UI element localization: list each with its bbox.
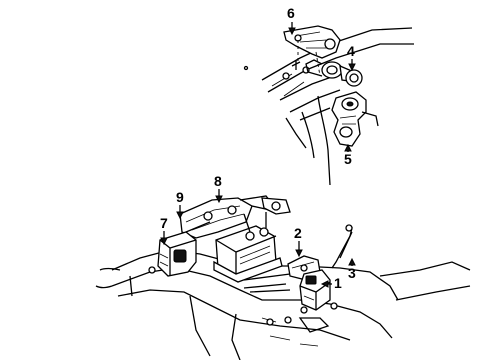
callout-6: 6 bbox=[287, 5, 296, 36]
callout-2-label: 2 bbox=[294, 225, 302, 241]
upper-mount-bracket bbox=[283, 25, 341, 77]
callout-6-label: 6 bbox=[287, 5, 295, 21]
callout-8-label: 8 bbox=[214, 173, 222, 189]
callout-7: 7 bbox=[160, 215, 168, 246]
callout-9: 9 bbox=[176, 189, 184, 220]
callout-9-label: 9 bbox=[176, 189, 184, 205]
callout-5: 5 bbox=[344, 143, 352, 167]
callout-4-label: 4 bbox=[347, 43, 355, 59]
upper-bracket-assembly bbox=[243, 25, 414, 186]
callout-3-label: 3 bbox=[348, 265, 356, 281]
engine-cradle-frame bbox=[95, 249, 471, 360]
callout-1: 1 bbox=[320, 275, 342, 291]
left-engine-mount bbox=[148, 221, 211, 277]
mount-rod bbox=[331, 224, 353, 269]
transmission-mount-bracket bbox=[179, 195, 291, 283]
callout-4: 4 bbox=[347, 43, 356, 72]
callout-1-label: 1 bbox=[334, 275, 342, 291]
callout-2: 2 bbox=[294, 225, 303, 258]
callout-5-label: 5 bbox=[344, 151, 352, 167]
right-engine-mount bbox=[287, 255, 331, 311]
callout-7-label: 7 bbox=[160, 215, 168, 231]
strut-lower-bracket bbox=[331, 91, 379, 147]
torque-strut bbox=[305, 59, 363, 87]
callout-3: 3 bbox=[348, 257, 356, 281]
callout-8: 8 bbox=[214, 173, 223, 204]
